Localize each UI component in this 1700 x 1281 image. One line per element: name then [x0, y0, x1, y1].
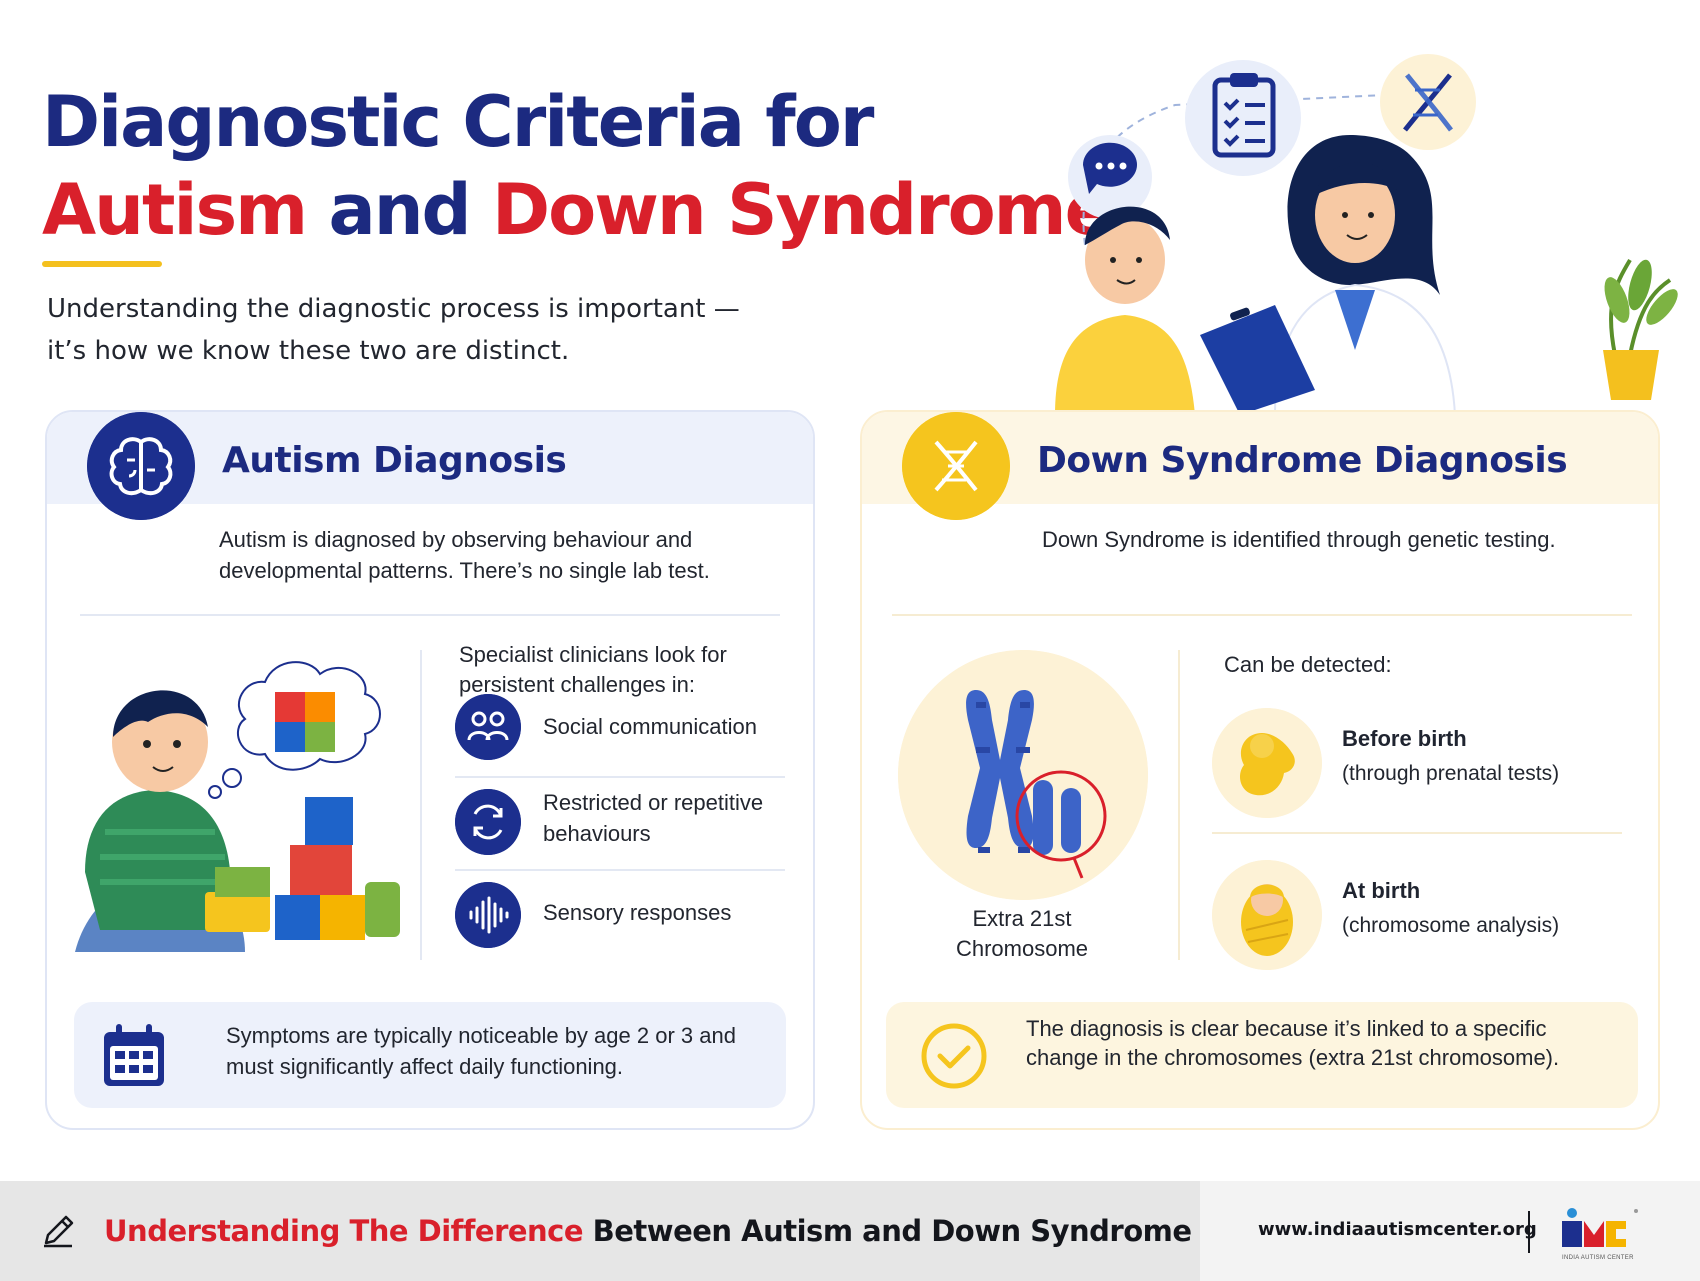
dna-icon: [902, 412, 1010, 520]
plant-illustration: [1603, 258, 1678, 400]
chromosome-label-line-1: Extra 21st: [972, 906, 1072, 931]
doctor-illustration: [1200, 135, 1457, 415]
chromosome-icon: [898, 650, 1148, 900]
title-and: and: [328, 169, 471, 251]
footer-title-red: Understanding The Difference: [104, 1214, 584, 1248]
chat-bubble-icon: [1068, 135, 1152, 219]
criterion-label: Social communication: [543, 714, 757, 739]
newborn-icon: [1212, 860, 1322, 970]
subtitle-line-1: Understanding the diagnostic process is …: [47, 294, 740, 324]
brain-icon: [87, 412, 195, 520]
detect-separator: [1212, 832, 1622, 834]
logo-caption: INDIA AUTISM CENTER: [1562, 1255, 1634, 1261]
down-divider: [892, 614, 1632, 616]
footer-website-link[interactable]: www.indiaautismcenter.org: [1258, 1219, 1537, 1240]
detect-sub-label: (chromosome analysis): [1342, 914, 1560, 937]
down-syndrome-diagnosis-card: Down Syndrome Diagnosis Down Syndrome is…: [860, 410, 1660, 1130]
soundwave-icon: [455, 882, 521, 948]
thought-cloud: [208, 661, 381, 799]
criterion-repetitive-behaviours: Restricted or repetitive behaviours: [455, 787, 785, 877]
dna-icon: [1380, 54, 1476, 150]
doctor-child-illustration: [1055, 54, 1678, 415]
down-vertical-divider: [1178, 650, 1180, 960]
checklist-icon: [1185, 60, 1301, 176]
down-note-box: The diagnosis is clear because it’s link…: [886, 1002, 1638, 1108]
title-down-syndrome: Down Syndrome: [492, 169, 1112, 251]
criterion-separator: [455, 776, 785, 778]
check-circle-icon: [921, 1023, 987, 1089]
down-note-text: The diagnosis is clear because it’s link…: [1026, 1016, 1560, 1070]
detect-main-label: At birth: [1342, 878, 1421, 903]
footer-bar: Understanding The Difference Between Aut…: [0, 1181, 1700, 1281]
pencil-icon: [44, 1215, 74, 1248]
title-line-2: Autism and Down Syndrome: [42, 166, 1112, 254]
autism-note-box: Symptoms are typically noticeable by age…: [74, 1002, 786, 1108]
down-description: Down Syndrome is identified through gene…: [1042, 527, 1556, 552]
detect-at-birth: At birth (chromosome analysis): [1212, 860, 1612, 970]
subtitle-line-2: it’s how we know these two are distinct.: [47, 336, 570, 366]
calendar-icon: [104, 1024, 164, 1086]
footer-title-dark: Between Autism and Down Syndrome: [592, 1214, 1192, 1248]
footer-right-panel: [1200, 1181, 1700, 1281]
footer-title: Understanding The Difference Between Aut…: [104, 1214, 1192, 1248]
page-title: Diagnostic Criteria for Autism and Down …: [42, 78, 1112, 254]
criterion-label: Sensory responses: [543, 900, 732, 925]
autism-diagnosis-card: Autism Diagnosis Autism is diagnosed by …: [45, 410, 815, 1130]
down-card-title: Down Syndrome Diagnosis: [1037, 440, 1568, 481]
title-underline: [42, 261, 162, 267]
chromosome-label: Extra 21st Chromosome: [922, 904, 1122, 964]
autism-look-for-text: Specialist clinicians look for persisten…: [459, 642, 727, 697]
autism-note-text: Symptoms are typically noticeable by age…: [226, 1023, 736, 1079]
autism-vertical-divider: [420, 650, 422, 960]
toy-blocks: [205, 797, 400, 940]
criterion-sensory-responses: Sensory responses: [455, 880, 785, 970]
detect-main-label: Before birth: [1342, 726, 1467, 751]
detect-sub-label: (through prenatal tests): [1342, 762, 1560, 785]
people-icon: [455, 694, 521, 760]
footer-divider: [1528, 1211, 1530, 1253]
india-autism-center-logo: [1562, 1208, 1638, 1247]
autism-divider: [80, 614, 780, 616]
child-playing-blocks-illustration: [75, 661, 400, 952]
detect-before-birth: Before birth (through prenatal tests): [1212, 708, 1622, 834]
detect-title: Can be detected:: [1224, 652, 1392, 677]
child-illustration: [1055, 206, 1195, 415]
criterion-separator: [455, 869, 785, 871]
criterion-label: Restricted or repetitive behaviours: [543, 790, 764, 846]
repeat-icon: [455, 789, 521, 855]
chromosome-label-line-2: Chromosome: [955, 936, 1089, 961]
autism-description: Autism is diagnosed by observing behavio…: [219, 527, 710, 583]
page-subtitle: Understanding the diagnostic process is …: [47, 288, 767, 372]
fetus-icon: [1212, 708, 1322, 818]
title-line-1: Diagnostic Criteria for: [42, 81, 874, 163]
child-figure: [75, 690, 245, 952]
autism-card-title: Autism Diagnosis: [222, 440, 567, 481]
criterion-social-communication: Social communication: [455, 694, 785, 784]
title-autism: Autism: [42, 169, 308, 251]
